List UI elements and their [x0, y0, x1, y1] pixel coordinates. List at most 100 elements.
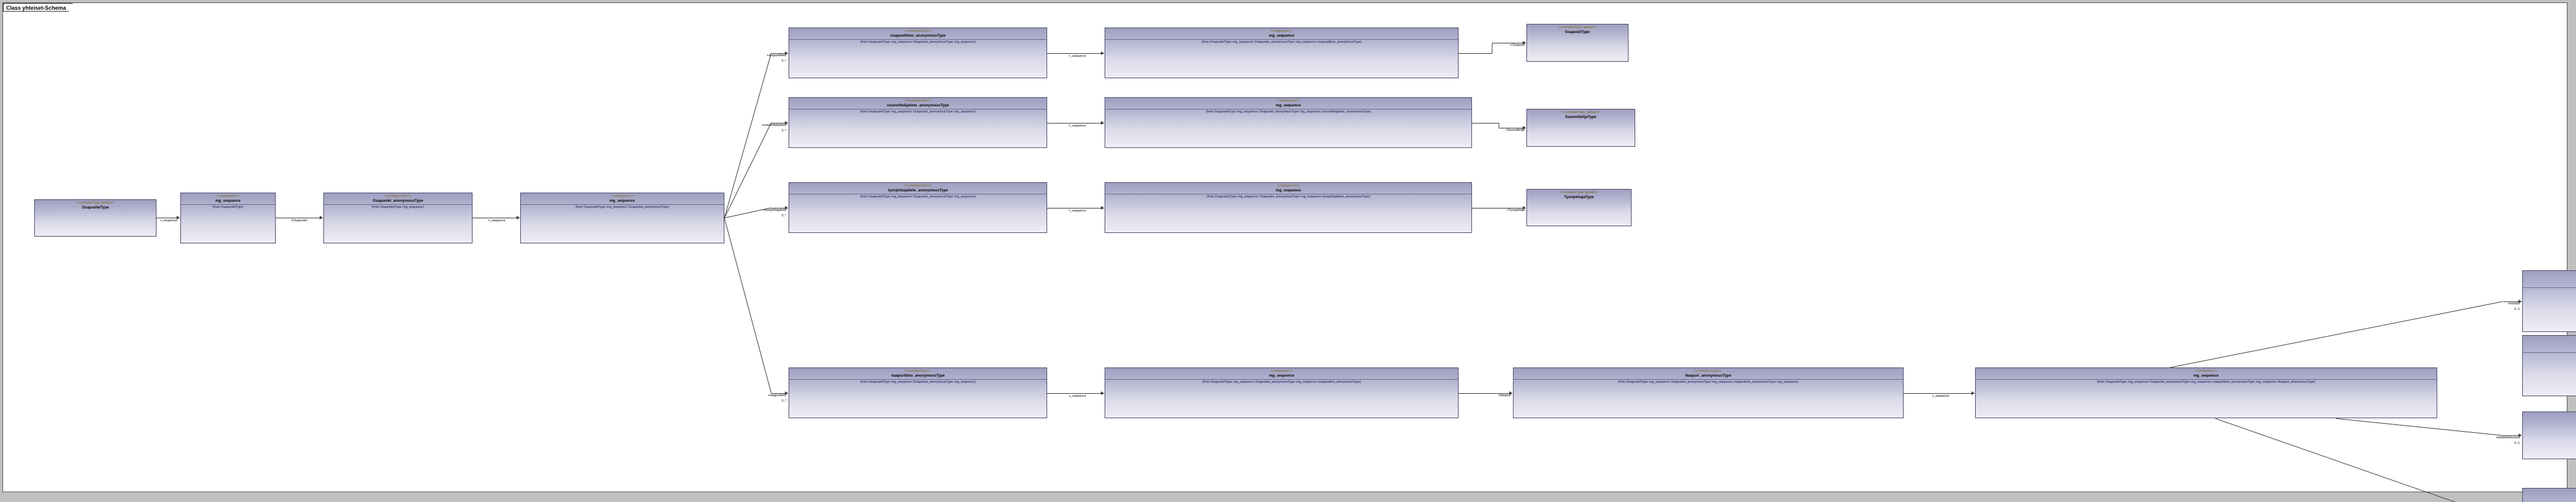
- node-stereotype: <<complexType>>: [904, 29, 932, 33]
- uml-node-mg-seq-1[interactable]: <<sequence>>mg_sequence(from OsapuoletTy…: [180, 192, 276, 243]
- connector-segment: [2503, 301, 2522, 302]
- node-name: mg_sequence: [609, 198, 635, 203]
- node-stereotype-2: <<dataType>>: [2523, 276, 2576, 282]
- uml-node-mg-seq-suunnittelijatieto[interactable]: <<sequence>>mg_sequence(from OsapuoletTy…: [1105, 97, 1472, 149]
- node-name: osapuolitieto_anonymousType: [890, 33, 946, 38]
- connector-label: +naapuritieto: [768, 393, 787, 397]
- node-stereotype: <<global, simpleType>>: [2523, 271, 2576, 276]
- connector-label: +_sequence: [488, 219, 506, 223]
- node-stereotype: <<complexType>>: [904, 369, 932, 373]
- connector-segment: [1047, 122, 1105, 124]
- connector-label: +_sequence: [1069, 124, 1086, 128]
- node-name: suunnittelijatieto_anonymousType: [886, 103, 949, 108]
- connector-arrowhead: [319, 216, 323, 220]
- node-stereotype: <<complexType, global>>: [1561, 111, 1600, 115]
- uml-node-mg-seq-naapuri[interactable]: <<sequence>>mg_sequence(from OsapuoletTy…: [1974, 367, 2437, 419]
- connector-arrowhead: [2518, 299, 2522, 303]
- node-name: tyonjohtajatieto_anonymousType: [888, 188, 948, 193]
- connector-arrowhead: [1522, 205, 1526, 210]
- node-stereotype: <<complexType>>: [904, 98, 932, 103]
- uml-node-osapuolitieto-anon[interactable]: <<complexType>>osapuolitieto_anonymousTy…: [789, 27, 1047, 79]
- connector-multiplicity: 0..*: [781, 213, 787, 218]
- node-stereotype: <<complexType, global>>: [76, 201, 114, 205]
- uml-node-tyonjohtajatieto-anon[interactable]: <<complexType>>tyonjohtajatieto_anonymou…: [789, 182, 1047, 234]
- uml-node-tyonjohtaja-type[interactable]: <<complexType, global>>TyonjohtajaType: [1526, 189, 1632, 227]
- connector-label: +Tyonjohtaja: [1506, 208, 1525, 212]
- node-namespace: (from OsapuoletType::mg_sequence::Osapuo…: [789, 39, 1047, 45]
- connector-arrowhead: [1101, 391, 1105, 395]
- uml-node-mg-seq-osapuolitieto[interactable]: <<sequence>>mg_sequence(from OsapuoletTy…: [1105, 27, 1459, 79]
- node-name: naapuritieto_anonymousType: [891, 373, 945, 378]
- uml-node-osapuoli-type[interactable]: <<complexType, global>>OsapuoliType: [1526, 24, 1628, 62]
- node-stereotype: <<complexType>>: [384, 194, 412, 198]
- connector-arrowhead: [1101, 51, 1105, 55]
- connector-label: +Osapuoli: [1510, 43, 1525, 47]
- connector-label: +osapuolitieto: [767, 53, 787, 57]
- uml-node-osapuolet-type[interactable]: <<complexType, global>>OsapuoletType: [34, 199, 157, 237]
- connector-arrowhead: [785, 391, 789, 395]
- node-stereotype: <<complexType, global>>: [1558, 26, 1597, 30]
- uml-node-mg-seq-tyonjohtajatieto[interactable]: <<sequence>>mg_sequence(from OsapuoletTy…: [1105, 182, 1472, 234]
- node-namespace: (from Root::XSD Profile::XSDDatatypes): [2522, 352, 2576, 358]
- connector-arrowhead: [785, 120, 789, 125]
- connector-label: +_sequence: [1069, 394, 1086, 398]
- node-name: OsapuoletType: [81, 205, 109, 210]
- node-name: mg_sequence: [1276, 103, 1301, 108]
- node-name: OsapuoliType: [1565, 30, 1590, 35]
- uml-node-mg-seq-2[interactable]: <<sequence>>mg_sequence(from OsapuoletTy…: [520, 192, 724, 243]
- connector-segment: [1904, 393, 1974, 394]
- node-stereotype: <<sequence>>: [611, 194, 633, 198]
- uml-node-string-base-kiinteisto[interactable]: <<global, simpleType>><<dataType>>string…: [2522, 335, 2576, 397]
- uml-node-suunnittelijatieto-anon[interactable]: <<complexType>>suunnittelijatieto_anonym…: [789, 97, 1047, 149]
- connector-segment: [1471, 122, 1500, 124]
- connector-multiplicity: 0..*: [781, 399, 787, 403]
- node-stereotype-2: <<dataType>>: [2523, 418, 2576, 423]
- connector-segment: [771, 53, 789, 54]
- node-name: TyonjohtajaType: [1564, 195, 1594, 200]
- uml-node-naapuritieto-anon[interactable]: <<complexType>>naapuritieto_anonymousTyp…: [789, 367, 1047, 419]
- uml-node-osapuolet-anon[interactable]: <<complexType>>Osapuolet_anonymousType(f…: [323, 192, 473, 243]
- connector-segment: [771, 122, 789, 124]
- node-namespace: (from OsapuoletType::mg_sequence::Osapuo…: [1105, 108, 1471, 114]
- uml-node-kiinteistotunnus-type[interactable]: <<global, pattern, simpleType>><<dataTyp…: [2522, 412, 2576, 460]
- node-name: mg_sequence: [1276, 188, 1301, 193]
- connector-segment: [1499, 207, 1526, 209]
- connector-arrowhead: [1101, 120, 1105, 125]
- uml-node-suunnittelija-type[interactable]: <<complexType, global>>SuunnittelijaType: [1526, 109, 1635, 147]
- node-namespace: (from OsapuoletType::mg_sequence::Osapuo…: [1105, 39, 1458, 45]
- node-name: string: [2523, 282, 2576, 287]
- node-stereotype: <<global, pattern, simpleType>>: [2523, 412, 2576, 418]
- connector-arrowhead: [1509, 391, 1512, 395]
- node-stereotype: <<complexType, global>>: [1560, 191, 1598, 195]
- connector-segment: [1047, 53, 1105, 54]
- connector-label: +Suunnittelija: [1505, 128, 1525, 132]
- node-stereotype: <<sequence>>: [1277, 183, 1300, 188]
- connector-multiplicity: 0..*: [781, 128, 787, 133]
- node-stereotype: <<sequence>>: [216, 194, 239, 198]
- node-namespace: (from OsapuoletType::mg_sequence): [323, 204, 473, 210]
- uml-node-string-hallintasuhde[interactable]: <<global, simpleType>><<dataType>>string…: [2522, 488, 2576, 502]
- connector-label: +henkilo: [2508, 301, 2520, 306]
- node-name: mg_sequence: [2193, 373, 2219, 378]
- node-name: string: [2523, 500, 2576, 502]
- node-namespace: (from OsapuoletType::mg_sequence::Osapuo…: [789, 378, 1047, 385]
- node-name: string: [2523, 347, 2576, 352]
- connector-label: +tyonjohtajatieto: [763, 208, 787, 212]
- node-namespace: (from OsapuoletType::mg_sequence::Osapuo…: [1513, 378, 1904, 385]
- node-name: KiinteistotunnusType: [2523, 423, 2576, 428]
- uml-node-mg-seq-naapuritieto[interactable]: <<sequence>>mg_sequence(from OsapuoletTy…: [1105, 367, 1459, 419]
- uml-node-string-henkilo[interactable]: <<global, simpleType>><<dataType>>string…: [2522, 270, 2576, 332]
- node-namespace: (from OsapuoletType): [181, 204, 275, 210]
- node-stereotype: <<complexType>>: [1695, 369, 1722, 373]
- uml-node-naapuri-anon[interactable]: <<complexType>>Naapuri_anonymousType(fro…: [1512, 367, 1904, 419]
- node-namespace: (from OsapuoletType::mg_sequence::Osapuo…: [789, 108, 1047, 114]
- node-stereotype: <<sequence>>: [1270, 369, 1293, 373]
- connector-label: +Osapuolet: [290, 219, 307, 223]
- connector-arrowhead: [1522, 125, 1526, 130]
- node-stereotype-2: <<dataType>>: [2523, 494, 2576, 500]
- node-namespace: (from Root::XSD Profile::XSDDatatypes): [2522, 287, 2576, 293]
- connector-arrowhead: [177, 216, 180, 220]
- connector-label: +suunnittelijatieto: [762, 123, 787, 127]
- node-name: Osapuolet_anonymousType: [372, 198, 424, 203]
